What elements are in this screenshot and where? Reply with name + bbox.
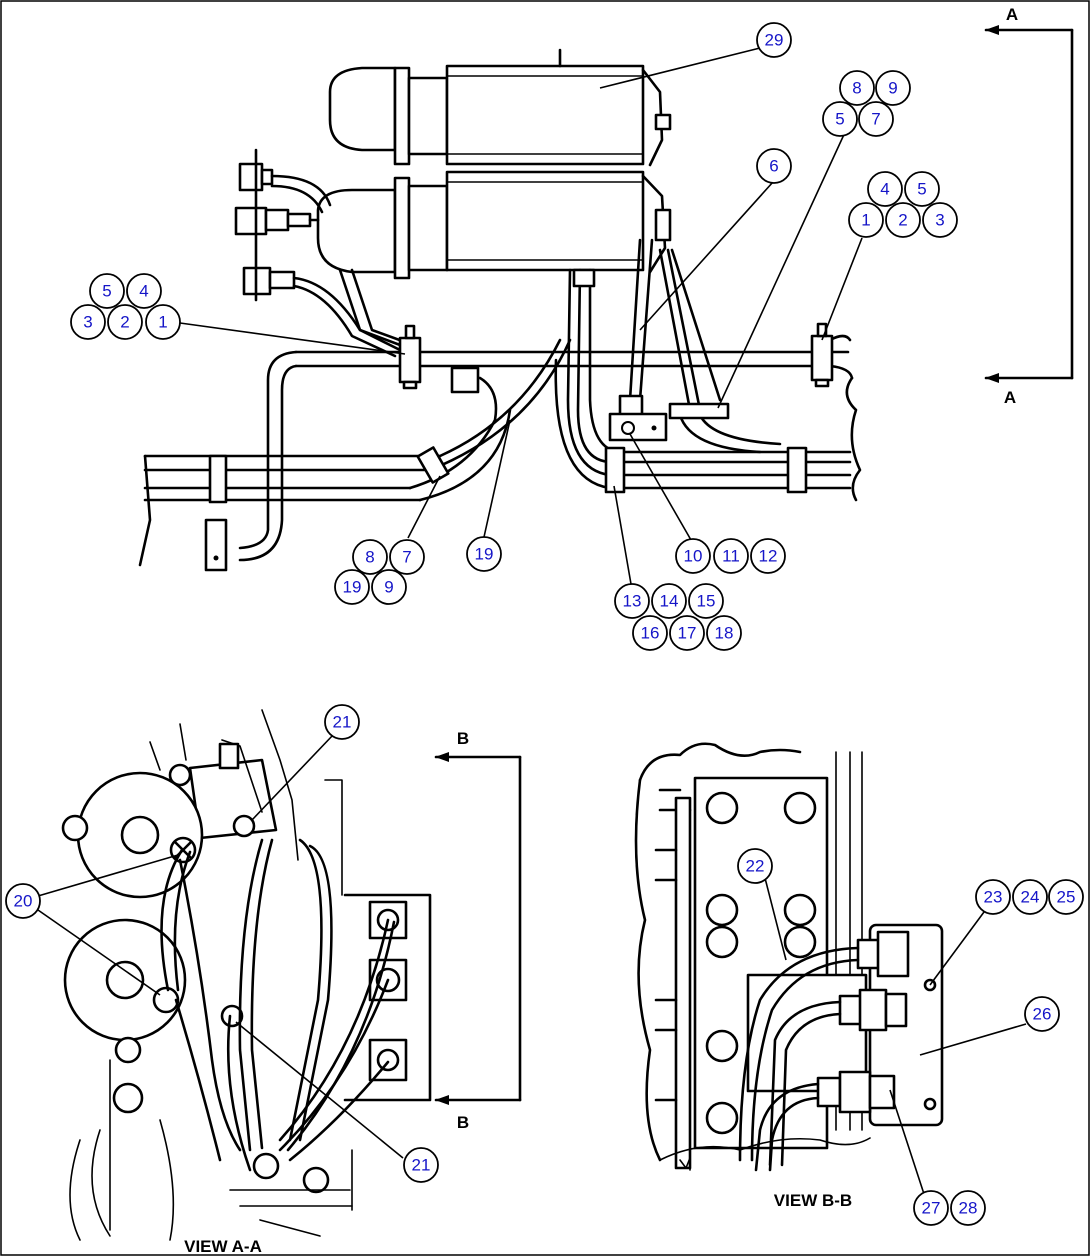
callout-7-a: 7	[858, 101, 894, 137]
svg-text:21: 21	[333, 713, 352, 732]
callout-9-d: 9	[371, 569, 407, 605]
view-b-b: VIEW B-B	[634, 742, 1027, 1210]
svg-text:26: 26	[1033, 1005, 1052, 1024]
svg-text:12: 12	[759, 547, 778, 566]
section-b-top-label: B	[457, 729, 469, 748]
callout-12: 12	[750, 538, 786, 574]
callout-14: 14	[651, 583, 687, 619]
callout-13: 13	[614, 583, 650, 619]
svg-text:7: 7	[402, 548, 411, 567]
svg-text:11: 11	[722, 547, 740, 566]
svg-text:2: 2	[120, 313, 129, 332]
svg-text:14: 14	[660, 592, 679, 611]
view-a-a: B B VIEW A-A	[37, 709, 522, 1256]
callout-2-b: 2	[885, 202, 921, 238]
callout-6: 6	[756, 148, 792, 184]
callout-22: 22	[737, 848, 773, 884]
callout-18: 18	[706, 615, 742, 651]
callout-10: 10	[675, 538, 711, 574]
callout-11: 11	[713, 538, 749, 574]
callout-4-b: 4	[867, 171, 903, 207]
callout-4-c: 4	[126, 273, 162, 309]
callout-25: 25	[1048, 879, 1084, 915]
svg-text:2: 2	[898, 211, 907, 230]
callout-1-b: 1	[848, 202, 884, 238]
svg-text:19: 19	[343, 578, 362, 597]
svg-text:1: 1	[861, 211, 870, 230]
section-a-top-label: A	[1006, 5, 1018, 24]
callout-19: 19	[466, 536, 502, 572]
svg-text:17: 17	[678, 624, 697, 643]
svg-text:29: 29	[765, 31, 784, 50]
callout-5-a: 5	[822, 101, 858, 137]
svg-text:15: 15	[697, 592, 716, 611]
svg-text:7: 7	[871, 110, 880, 129]
callout-8-d: 8	[352, 539, 388, 575]
svg-text:9: 9	[384, 578, 393, 597]
callout-28: 28	[950, 1190, 986, 1226]
svg-text:21: 21	[412, 1156, 431, 1175]
callout-27: 27	[913, 1190, 949, 1226]
view-b-b-label: VIEW B-B	[774, 1191, 852, 1210]
callout-3-b: 3	[922, 202, 958, 238]
svg-text:8: 8	[365, 548, 374, 567]
svg-text:28: 28	[959, 1199, 978, 1218]
svg-text:23: 23	[984, 888, 1003, 907]
svg-text:16: 16	[641, 624, 660, 643]
svg-text:5: 5	[102, 282, 111, 301]
svg-text:8: 8	[852, 79, 861, 98]
callout-2-c: 2	[107, 304, 143, 340]
callout-5-c: 5	[89, 273, 125, 309]
callout-15: 15	[688, 583, 724, 619]
callout-21-b: 21	[403, 1147, 439, 1183]
svg-text:3: 3	[935, 211, 944, 230]
callout-21-a: 21	[324, 704, 360, 740]
svg-text:18: 18	[715, 624, 734, 643]
svg-text:4: 4	[139, 282, 148, 301]
svg-text:1: 1	[158, 313, 167, 332]
callout-7-d: 7	[389, 539, 425, 575]
callout-5-b: 5	[904, 171, 940, 207]
callout-balloons: 29 8 9 5 7 6 4 5 1 2 3 5 4 3 2 1 8 7 19 …	[5, 22, 1084, 1226]
svg-text:25: 25	[1057, 888, 1076, 907]
svg-text:13: 13	[623, 592, 642, 611]
view-a-a-label: VIEW A-A	[184, 1237, 262, 1256]
leaders-top	[179, 47, 863, 585]
callout-20: 20	[5, 883, 41, 919]
section-b-bottom-label: B	[457, 1113, 469, 1132]
callout-24: 24	[1012, 879, 1048, 915]
callout-29: 29	[756, 22, 792, 58]
section-a-bottom-label: A	[1004, 388, 1016, 407]
callout-17: 17	[669, 615, 705, 651]
svg-text:4: 4	[880, 180, 889, 199]
callout-19-d: 19	[334, 569, 370, 605]
svg-text:24: 24	[1021, 888, 1040, 907]
callout-1-c: 1	[145, 304, 181, 340]
svg-text:19: 19	[475, 545, 494, 564]
svg-text:5: 5	[835, 110, 844, 129]
callout-9-a: 9	[875, 70, 911, 106]
callout-16: 16	[632, 615, 668, 651]
callout-26: 26	[1024, 996, 1060, 1032]
svg-text:6: 6	[769, 157, 778, 176]
callout-8-a: 8	[839, 70, 875, 106]
callout-3-c: 3	[70, 304, 106, 340]
main-assembly: A A	[138, 5, 1074, 572]
svg-text:5: 5	[917, 180, 926, 199]
svg-text:20: 20	[14, 892, 33, 911]
svg-text:27: 27	[922, 1199, 941, 1218]
svg-text:10: 10	[684, 547, 703, 566]
svg-text:9: 9	[888, 79, 897, 98]
callout-23: 23	[975, 879, 1011, 915]
svg-text:22: 22	[746, 857, 765, 876]
svg-text:3: 3	[83, 313, 92, 332]
